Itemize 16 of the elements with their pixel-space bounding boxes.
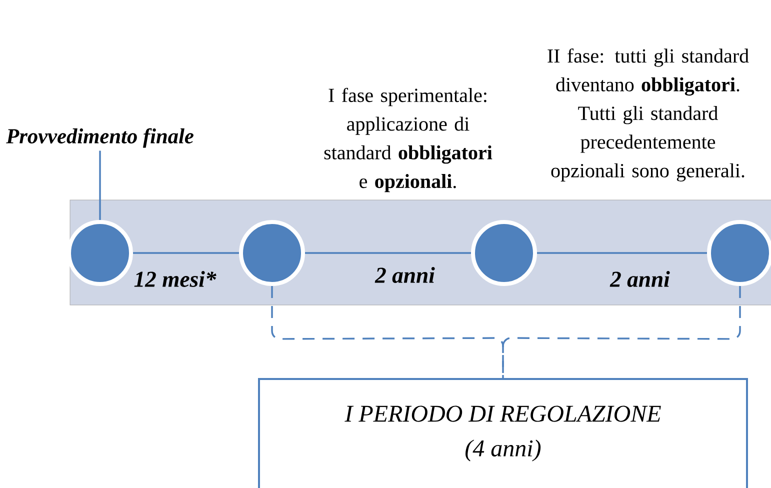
phase-note: I fase sperimentale: applicazione di standard obbligatori e opzionali. — [324, 88, 492, 192]
connector-line — [133, 252, 239, 254]
period-box: I PERIODO DI REGOLAZIONE (4 anni) — [258, 378, 748, 488]
bracket-line — [502, 286, 741, 378]
connector-line — [537, 252, 707, 254]
phase-note: II fase: tutti gli standard diventano obbligatori. Tutti gli standard precedentemente opzionali sono generali. — [548, 48, 749, 182]
leader-line — [99, 150, 101, 220]
duration-label: 2 anni — [610, 271, 670, 287]
duration-label: 2 anni — [374, 267, 435, 283]
milestone-label: Provvedimento finale — [6, 128, 194, 148]
duration-label: 12 mesi* — [134, 271, 216, 287]
timeline-circle — [67, 220, 133, 286]
timeline-circle — [239, 220, 305, 286]
timeline-circle — [707, 220, 771, 286]
connector-line — [305, 252, 471, 254]
timeline-circle — [471, 220, 537, 286]
